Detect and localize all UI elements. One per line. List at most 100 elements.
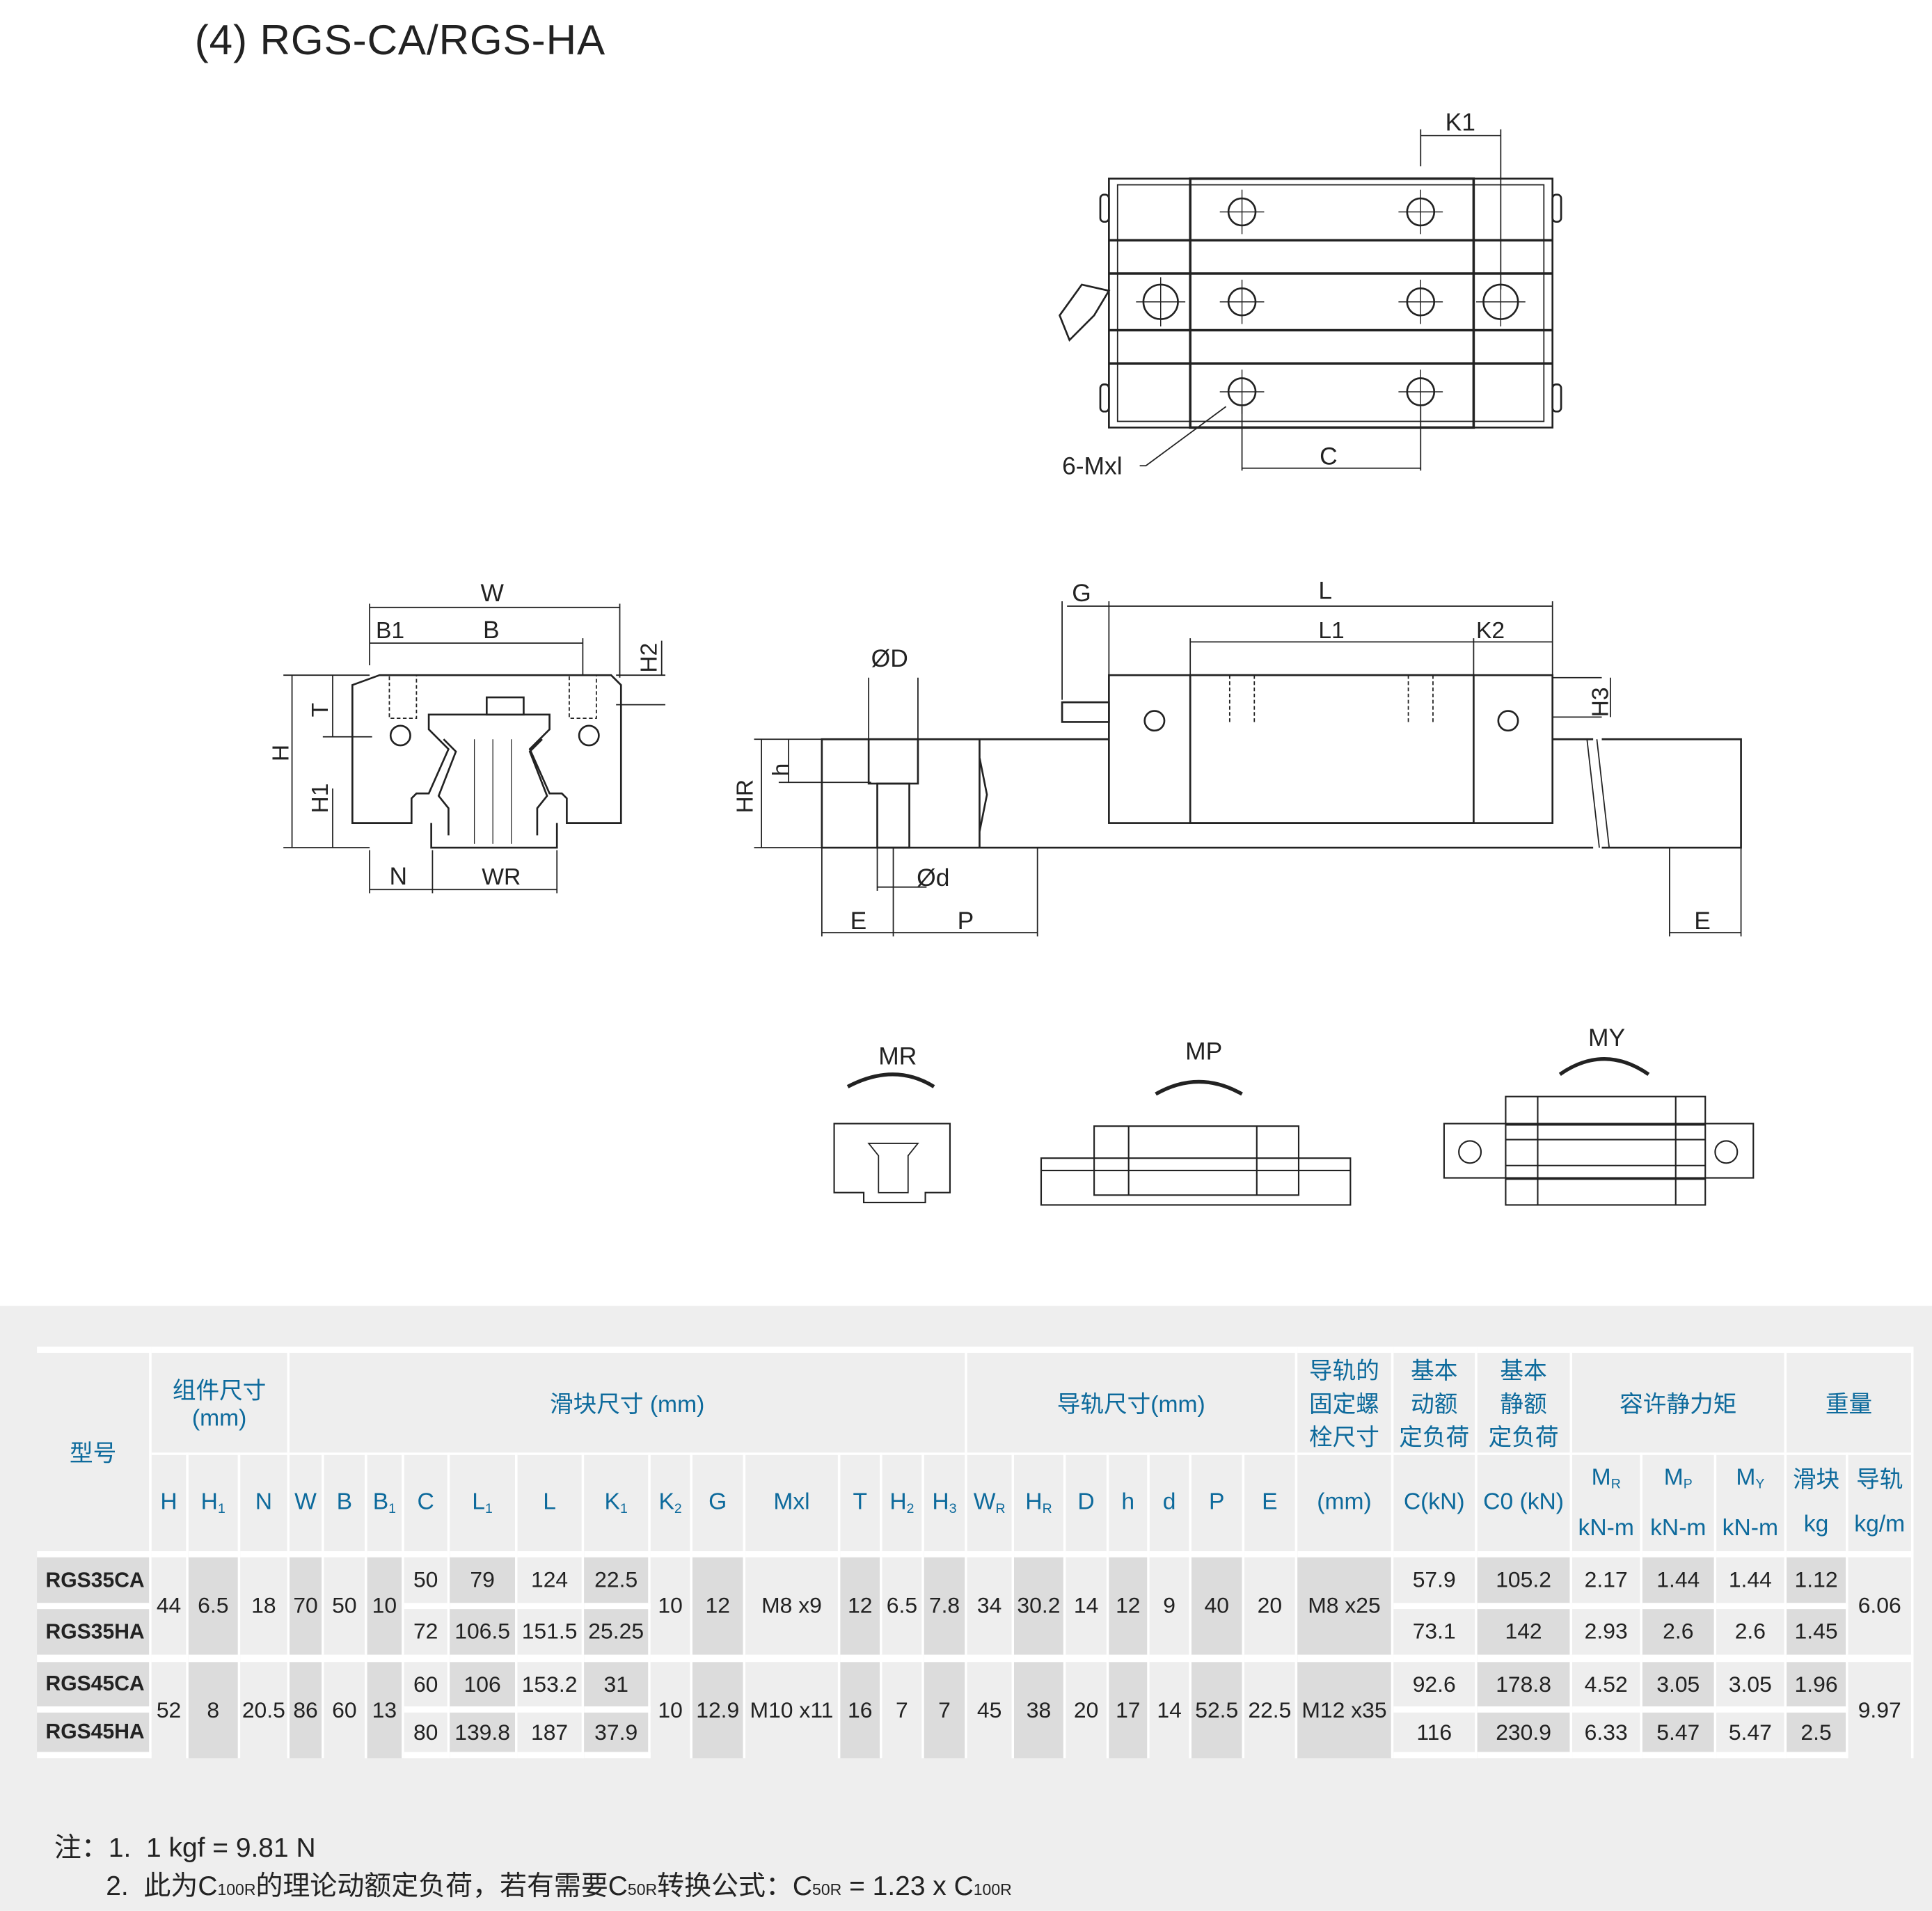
- cell-cdyn: 57.9: [1393, 1551, 1478, 1603]
- header-static-load: 基本 静额 定负荷: [1477, 1347, 1573, 1453]
- note-2-sub-3: 50R: [812, 1880, 842, 1899]
- label-b: B: [483, 616, 500, 644]
- cell-mr: 2.93: [1572, 1603, 1642, 1655]
- moment-my-drawing: [1443, 1057, 1755, 1206]
- model-cell: RGS35CA: [37, 1551, 152, 1603]
- label-l: L: [1318, 576, 1332, 604]
- page-title: (4) RGS-CA/RGS-HA: [194, 17, 606, 65]
- note-2-text-b: 的理论动额定负荷，若有需要C: [255, 1870, 628, 1901]
- header-moment: 容许静力矩: [1572, 1347, 1787, 1453]
- label-h1: H1: [308, 783, 333, 813]
- cell-k1: 37.9: [584, 1706, 651, 1759]
- cell-c0: 105.2: [1477, 1551, 1573, 1603]
- header-col-12: Mxl: [745, 1452, 841, 1551]
- label-h-small: h: [768, 763, 794, 777]
- header-col-22: E: [1244, 1452, 1298, 1551]
- side-view-drawing: [754, 601, 1742, 937]
- label-g: G: [1072, 579, 1091, 607]
- cell-bolt: M12 x35: [1297, 1654, 1394, 1759]
- label-p: P: [958, 907, 974, 935]
- cell-mp: 3.05: [1642, 1654, 1717, 1707]
- label-l1: L1: [1318, 618, 1344, 644]
- cell-my: 2.6: [1716, 1603, 1787, 1655]
- label-w: W: [480, 579, 504, 607]
- header-col-4: B: [324, 1452, 367, 1551]
- label-b1: B1: [376, 618, 404, 644]
- header-col-5: B1: [367, 1452, 404, 1551]
- header-col-10: K2: [650, 1452, 692, 1551]
- spec-table: 型号组件尺寸 (mm)滑块尺寸 (mm)导轨尺寸(mm)导轨的 固定螺 栓尺寸基…: [37, 1347, 1914, 1759]
- header-col-21: P: [1191, 1452, 1245, 1551]
- label-6-mxl: 6-Mxl: [1062, 452, 1123, 480]
- header-block: 滑块尺寸 (mm): [290, 1347, 967, 1453]
- cell-c: 50: [404, 1551, 450, 1603]
- cell-rail-weight: 9.97: [1848, 1654, 1914, 1759]
- cell-b1: 10: [367, 1551, 404, 1655]
- cell-e: 22.5: [1244, 1654, 1298, 1759]
- cell-mp: 5.47: [1642, 1706, 1717, 1759]
- cell-b1: 13: [367, 1654, 404, 1759]
- cell-my: 5.47: [1716, 1706, 1787, 1759]
- cell-d: 20: [1066, 1654, 1109, 1759]
- label-h3: H3: [1587, 687, 1613, 717]
- cell-t: 16: [840, 1654, 882, 1759]
- cell-rail-weight: 6.06: [1848, 1551, 1914, 1655]
- label-od: ØD: [871, 644, 908, 672]
- header-col-25: C0 (kN): [1477, 1452, 1573, 1551]
- cell-kg: 1.12: [1787, 1551, 1848, 1603]
- cell-c: 72: [404, 1603, 450, 1655]
- header-assembly: 组件尺寸 (mm): [151, 1347, 290, 1453]
- cell-mr: 4.52: [1572, 1654, 1642, 1707]
- cell-w: 70: [290, 1551, 324, 1655]
- cell-cdyn: 73.1: [1393, 1603, 1478, 1655]
- cell-mp: 2.6: [1642, 1603, 1717, 1655]
- model-cell: RGS35HA: [37, 1603, 152, 1655]
- cell-cdyn: 116: [1393, 1706, 1478, 1759]
- header-col-13: T: [840, 1452, 882, 1551]
- header-col-15: H3: [924, 1452, 967, 1551]
- header-bolt: 导轨的 固定螺 栓尺寸: [1297, 1347, 1394, 1453]
- label-h: H: [268, 745, 294, 761]
- grease-nipple-icon: [1059, 283, 1111, 342]
- cell-c: 80: [404, 1706, 450, 1759]
- cell-h: 12: [1109, 1551, 1150, 1655]
- cell-l: 153.2: [517, 1654, 585, 1707]
- cell-kg: 1.96: [1787, 1654, 1848, 1707]
- header-col-20: d: [1149, 1452, 1191, 1551]
- note-1-number: 1.: [108, 1832, 132, 1863]
- cell-mp: 1.44: [1642, 1551, 1717, 1603]
- front-view-drawing: [283, 603, 666, 894]
- cell-p: 52.5: [1191, 1654, 1245, 1759]
- cell-b: 50: [324, 1551, 367, 1655]
- label-my: MY: [1588, 1024, 1625, 1052]
- cell-g: 12: [692, 1551, 746, 1655]
- cell-k2: 10: [650, 1551, 692, 1655]
- mounting-hole-icons: [1136, 189, 1526, 414]
- cell-h3: 7: [924, 1654, 967, 1759]
- header-col-23: (mm): [1297, 1452, 1394, 1551]
- cell-c0: 230.9: [1477, 1706, 1573, 1759]
- header-col-11: G: [692, 1452, 746, 1551]
- label-hr: HR: [733, 779, 759, 814]
- header-col-16: WR: [967, 1452, 1015, 1551]
- cell-h: 52: [151, 1654, 189, 1759]
- cell-h3: 7.8: [924, 1551, 967, 1655]
- header-col-7: L1: [450, 1452, 518, 1551]
- cell-c0: 178.8: [1477, 1654, 1573, 1707]
- label-mp: MP: [1185, 1038, 1222, 1065]
- label-k2: K2: [1476, 618, 1505, 644]
- moment-mr-drawing: [833, 1072, 951, 1203]
- cell-wr: 45: [967, 1654, 1015, 1759]
- header-rail: 导轨尺寸(mm): [967, 1347, 1298, 1453]
- cell-d: 14: [1066, 1551, 1109, 1655]
- cell-mxl: M8 x9: [745, 1551, 841, 1655]
